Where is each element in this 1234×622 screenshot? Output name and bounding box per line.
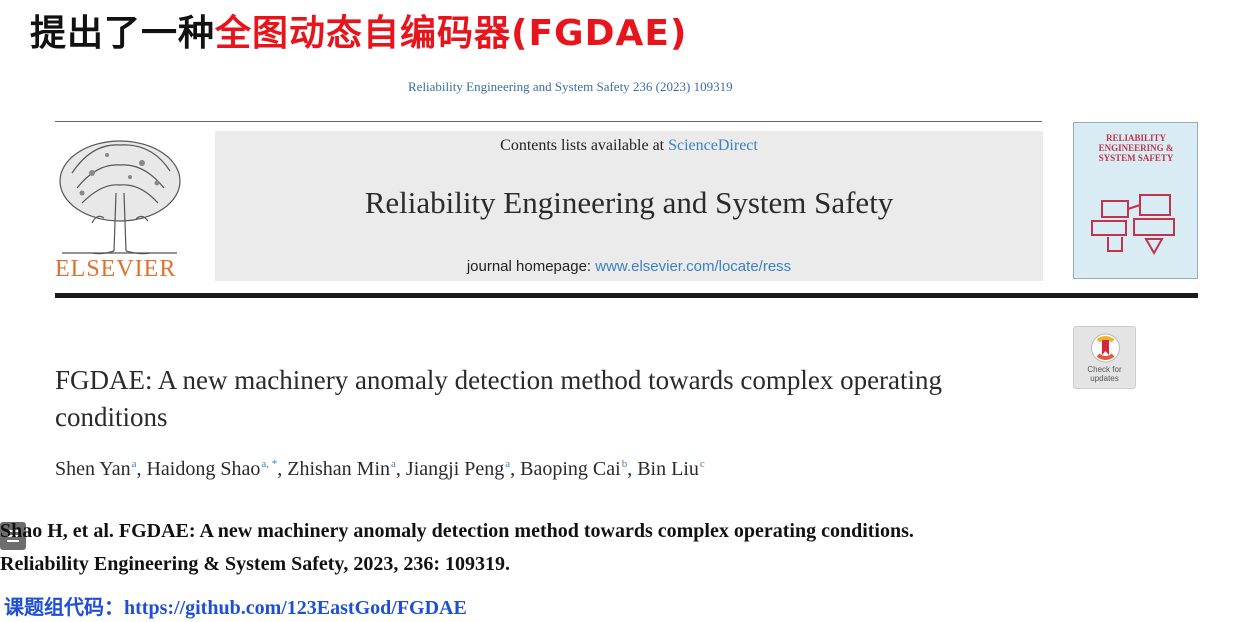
author-separator: , bbox=[277, 458, 288, 480]
author-list: Shen Yana, Haidong Shaoa, *, Zhishan Min… bbox=[55, 458, 705, 481]
author-separator: , bbox=[510, 458, 521, 480]
masthead-thick-rule bbox=[55, 293, 1198, 298]
group-code-line: 课题组代码：https://github.com/123EastGod/FGDA… bbox=[4, 591, 467, 620]
journal-homepage-link[interactable]: www.elsevier.com/locate/ress bbox=[595, 258, 792, 275]
author-name[interactable]: Baoping Cai bbox=[520, 458, 621, 480]
header-divider bbox=[55, 121, 1042, 122]
journal-name: Reliability Engineering and System Safet… bbox=[364, 185, 894, 220]
contents-prefix: Contents lists available at bbox=[500, 137, 669, 154]
author-separator: , bbox=[395, 458, 406, 480]
contents-available-line: Contents lists available at ScienceDirec… bbox=[215, 137, 1043, 155]
github-repo-link[interactable]: https://github.com/123EastGod/FGDAE bbox=[124, 597, 467, 619]
author-name[interactable]: Bin Liu bbox=[637, 458, 699, 480]
author-name[interactable]: Shen Yan bbox=[55, 458, 131, 480]
author-name[interactable]: Jiangji Peng bbox=[405, 458, 505, 480]
journal-masthead: Contents lists available at ScienceDirec… bbox=[215, 131, 1043, 281]
cover-title: RELIABILITY ENGINEERING & SYSTEM SAFETY bbox=[1098, 133, 1174, 163]
sciencedirect-link[interactable]: ScienceDirect bbox=[668, 137, 758, 154]
slide-title-highlight: 全图动态自编码器(FGDAE) bbox=[215, 13, 688, 54]
author-name[interactable]: Zhishan Min bbox=[287, 458, 391, 480]
citation-reference: Shao H, et al. FGDAE: A new machinery an… bbox=[0, 515, 1234, 581]
cover-diagram-icon bbox=[1091, 194, 1175, 256]
author-affiliation-mark[interactable]: a bbox=[391, 458, 396, 471]
author-separator: , bbox=[627, 458, 638, 480]
elsevier-wordmark: ELSEVIER bbox=[55, 256, 177, 282]
author-affiliation-mark[interactable]: a bbox=[131, 458, 137, 471]
homepage-prefix: journal homepage: bbox=[466, 258, 596, 275]
author-affiliation-mark[interactable]: b bbox=[621, 458, 628, 471]
slide-title: 提出了一种全图动态自编码器(FGDAE) bbox=[30, 4, 687, 56]
reference-line-2: Reliability Engineering & System Safety,… bbox=[0, 553, 510, 575]
author-affiliation-mark[interactable]: a, * bbox=[261, 458, 278, 471]
author-affiliation-mark[interactable]: a bbox=[505, 458, 511, 471]
author-affiliation-mark[interactable]: c bbox=[699, 458, 705, 471]
journal-citation[interactable]: Reliability Engineering and System Safet… bbox=[408, 79, 733, 94]
journal-homepage-line: journal homepage: www.elsevier.com/locat… bbox=[215, 258, 1043, 275]
journal-cover-thumbnail[interactable]: RELIABILITY ENGINEERING & SYSTEM SAFETY bbox=[1073, 122, 1198, 279]
check-updates-icon bbox=[1091, 333, 1120, 363]
elsevier-tree-logo bbox=[59, 140, 181, 255]
menu-lines-icon bbox=[7, 530, 19, 542]
reference-line-1: Shao H, et al. FGDAE: A new machinery an… bbox=[0, 520, 914, 542]
author-name[interactable]: Haidong Shao bbox=[146, 458, 261, 480]
author-separator: , bbox=[136, 458, 147, 480]
group-code-label: 课题组代码： bbox=[4, 595, 124, 619]
paper-title: FGDAE: A new machinery anomaly detection… bbox=[55, 365, 943, 432]
side-panel-icon[interactable] bbox=[0, 522, 26, 550]
slide-title-prefix: 提出了一种 bbox=[30, 13, 216, 54]
